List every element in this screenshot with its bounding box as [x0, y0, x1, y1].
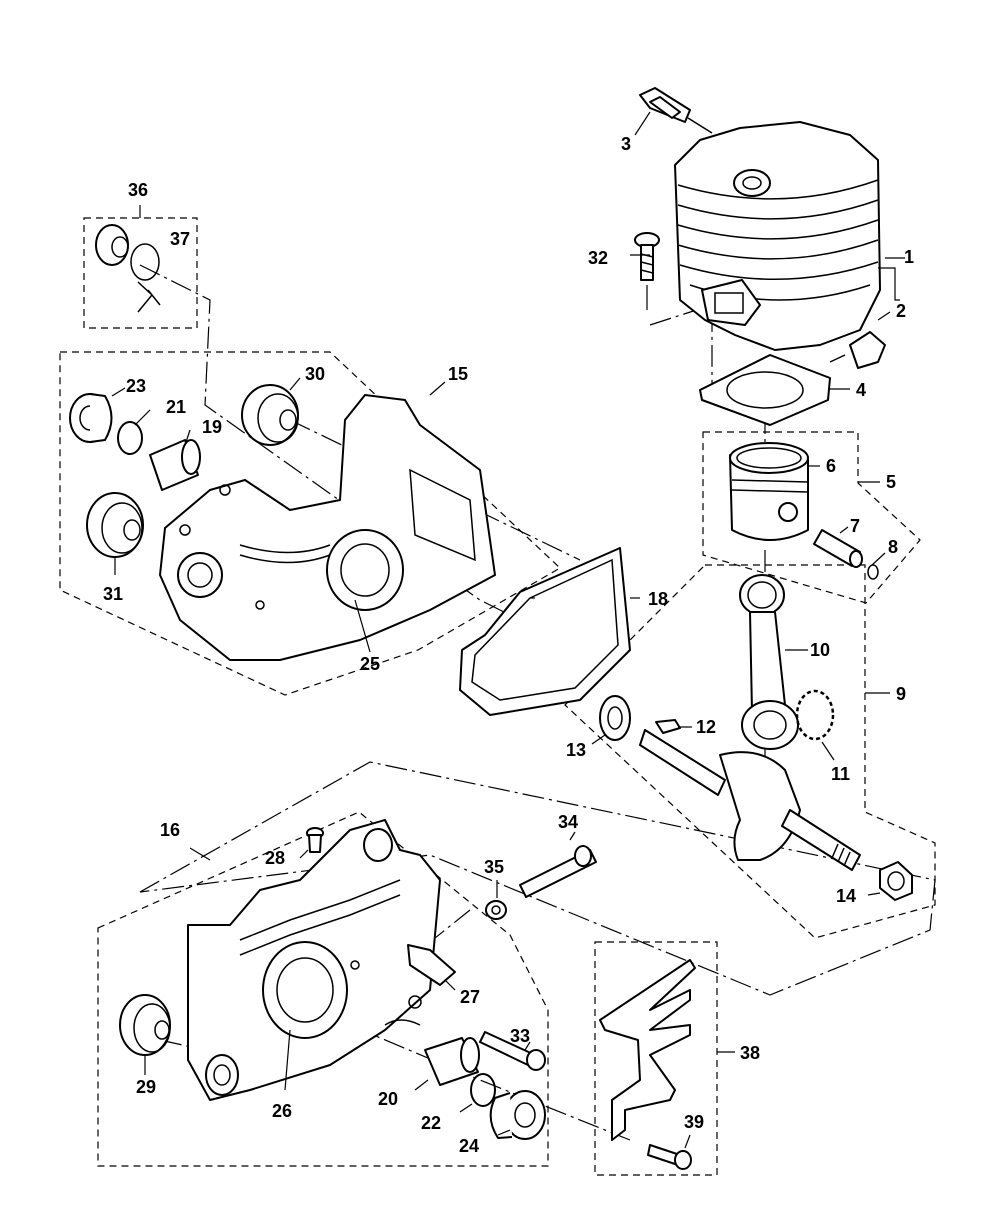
- circlip-21-part: [117, 421, 143, 455]
- callout-29: 29: [136, 1077, 156, 1097]
- washer-13-part: [599, 695, 631, 741]
- group-outline-38: [594, 941, 718, 1176]
- callout-31: 31: [103, 584, 123, 604]
- callout-28: 28: [265, 848, 285, 868]
- callout-9: 9: [896, 684, 906, 704]
- key-12-part: [655, 719, 681, 734]
- callout-4: 4: [856, 380, 866, 400]
- callout-37: 37: [170, 229, 190, 249]
- callout-36: 36: [128, 180, 148, 200]
- needle-cage-19-part: [149, 439, 201, 491]
- callout-7: 7: [850, 516, 860, 536]
- piston-part: [729, 442, 809, 541]
- av-buffer-31-part: [86, 492, 144, 558]
- fitting-part: [829, 331, 886, 369]
- bearing-24-part: [489, 1090, 546, 1140]
- nut-35-part: [485, 900, 507, 920]
- spark-plug-part: [639, 87, 713, 134]
- chain-catcher-38-part: [599, 959, 696, 1141]
- callout-34: 34: [558, 812, 578, 832]
- screw-32-part: [634, 232, 660, 310]
- callout-30: 30: [305, 364, 325, 384]
- callout-19: 19: [202, 417, 222, 437]
- callout-24: 24: [459, 1136, 479, 1156]
- connecting-rod-part: [739, 574, 799, 750]
- callout-22: 22: [421, 1113, 441, 1133]
- callout-38: 38: [740, 1043, 760, 1063]
- screw-33-part: [479, 1031, 546, 1071]
- group-outline-36: [83, 217, 198, 329]
- piston-pin-part: [813, 529, 863, 568]
- nut-14-part: [879, 861, 913, 901]
- group-outline-5: [702, 431, 921, 604]
- av-buffer-30-part: [241, 384, 299, 446]
- circlip-22-part: [470, 1073, 496, 1107]
- callout-labels: 1 2 3 4 5 6 7 8 9 10 11 12 13 14 15 16 1…: [103, 134, 914, 1156]
- group-outline-16-upper: [139, 761, 936, 996]
- callout-23: 23: [126, 376, 146, 396]
- callout-14: 14: [836, 886, 856, 906]
- callout-13: 13: [566, 740, 586, 760]
- cylinder-part: [674, 121, 881, 351]
- callout-27: 27: [460, 987, 480, 1007]
- crankcase-lower-part: [187, 819, 441, 1101]
- group-outline-15: [59, 351, 561, 696]
- callout-20: 20: [378, 1089, 398, 1109]
- callout-1: 1: [904, 247, 914, 267]
- callout-12: 12: [696, 717, 716, 737]
- callout-25: 25: [360, 654, 380, 674]
- callout-6: 6: [826, 456, 836, 476]
- callout-2: 2: [896, 301, 906, 321]
- callout-15: 15: [448, 364, 468, 384]
- crankcase-upper-part: [159, 394, 496, 661]
- gasket-18-part: [459, 547, 631, 716]
- callout-26: 26: [272, 1101, 292, 1121]
- screw-39-part: [647, 1144, 692, 1170]
- circlip-8-part: [867, 564, 879, 580]
- needle-bearing-11-part: [795, 689, 835, 741]
- callout-5: 5: [886, 472, 896, 492]
- group-outline-16: [97, 811, 549, 1167]
- callout-16: 16: [160, 820, 180, 840]
- callout-33: 33: [510, 1026, 530, 1046]
- av-buffer-36-part: [95, 224, 161, 313]
- group-outline-9: [564, 564, 936, 939]
- callout-35: 35: [484, 857, 504, 877]
- assembly-line-c: [649, 304, 713, 390]
- callout-39: 39: [684, 1112, 704, 1132]
- bushing-27-part: [407, 944, 456, 986]
- av-buffer-29-part: [119, 994, 171, 1056]
- leader-lines: [111, 111, 905, 1149]
- plug-28-part: [306, 827, 324, 853]
- callout-11: 11: [831, 764, 850, 784]
- stud-34-part: [519, 845, 597, 898]
- callout-32: 32: [588, 248, 608, 268]
- gasket-4-part: [699, 354, 831, 426]
- callout-21: 21: [166, 397, 186, 417]
- callout-18: 18: [648, 589, 668, 609]
- bearing-23-part: [69, 393, 113, 443]
- callout-10: 10: [810, 640, 830, 660]
- callout-8: 8: [888, 537, 898, 557]
- callout-3: 3: [621, 134, 631, 154]
- needle-cage-20-part: [424, 1037, 480, 1086]
- crankshaft-part: [639, 729, 861, 871]
